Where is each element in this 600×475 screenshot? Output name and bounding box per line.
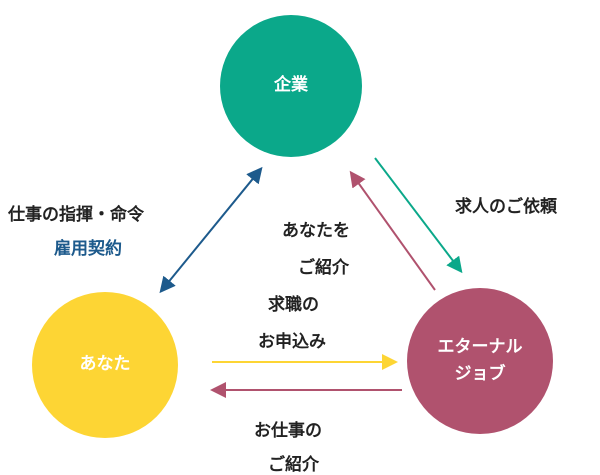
you-label: あなた [79, 354, 131, 375]
job-label-1: お仕事の [254, 421, 322, 441]
introduce-arrow [349, 170, 436, 291]
job-label-2: ご紹介 [268, 455, 319, 475]
eternal-label-1: エターナル [437, 336, 523, 357]
request-arrow [374, 157, 463, 274]
request-label: 求人のご依頼 [455, 197, 557, 217]
apply-label-1: 求職の [268, 295, 319, 315]
command-label: 仕事の指揮・命令 [8, 205, 144, 225]
company-node: 企業 [220, 15, 362, 157]
employment-arrow [159, 166, 263, 294]
introduce-label-2: ご紹介 [298, 258, 349, 278]
introduce-label-1: あなたを [282, 221, 350, 241]
company-label: 企業 [274, 75, 308, 96]
eternal-job-node: エターナル ジョブ [407, 288, 553, 434]
eternal-label-2: ジョブ [454, 364, 506, 384]
you-node: あなた [32, 292, 178, 438]
contract-label: 雇用契約 [54, 239, 122, 259]
apply-label-2: お申込み [258, 332, 326, 352]
